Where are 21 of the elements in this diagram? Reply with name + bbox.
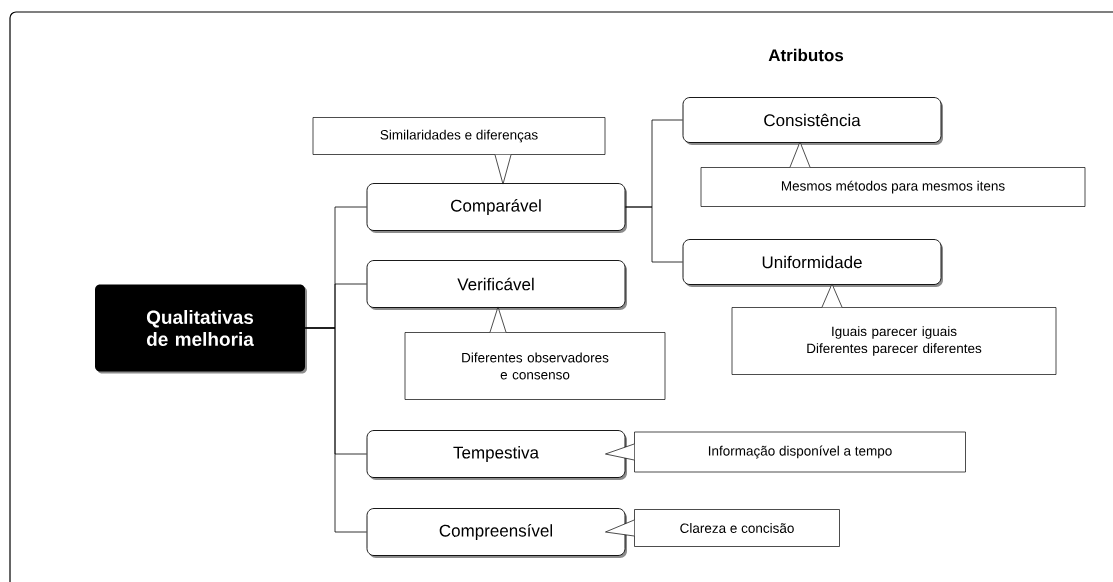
callout-pointer <box>605 519 635 537</box>
callout-pointer <box>489 306 507 333</box>
attribute-box: Compreensível <box>366 508 627 558</box>
attribute-box: Comparável <box>366 183 627 233</box>
attribute-box: Uniformidade <box>682 239 943 287</box>
connector <box>625 206 683 263</box>
root-box: Qualitativas de melhoria <box>95 284 307 374</box>
attribute-box: Verificável <box>366 260 627 310</box>
callout-box: Diferentes observadores e consenso <box>404 332 666 400</box>
callout-pointer <box>605 443 635 461</box>
callout-box: Similaridades e diferenças <box>312 117 606 155</box>
attribute-box: Tempestiva <box>366 430 627 480</box>
attribute-box: Consistência <box>682 97 943 145</box>
connector <box>304 327 367 533</box>
callout-box: Informação disponível a tempo <box>634 431 966 473</box>
callout-pointer <box>821 283 843 308</box>
callout-pointer <box>494 154 512 185</box>
callout-box: Iguais parecer iguais Diferentes parecer diferentes <box>731 307 1057 375</box>
callout-box: Clareza e concisão <box>634 509 840 547</box>
callout-pointer <box>789 141 811 168</box>
title: Atributos <box>768 48 844 62</box>
